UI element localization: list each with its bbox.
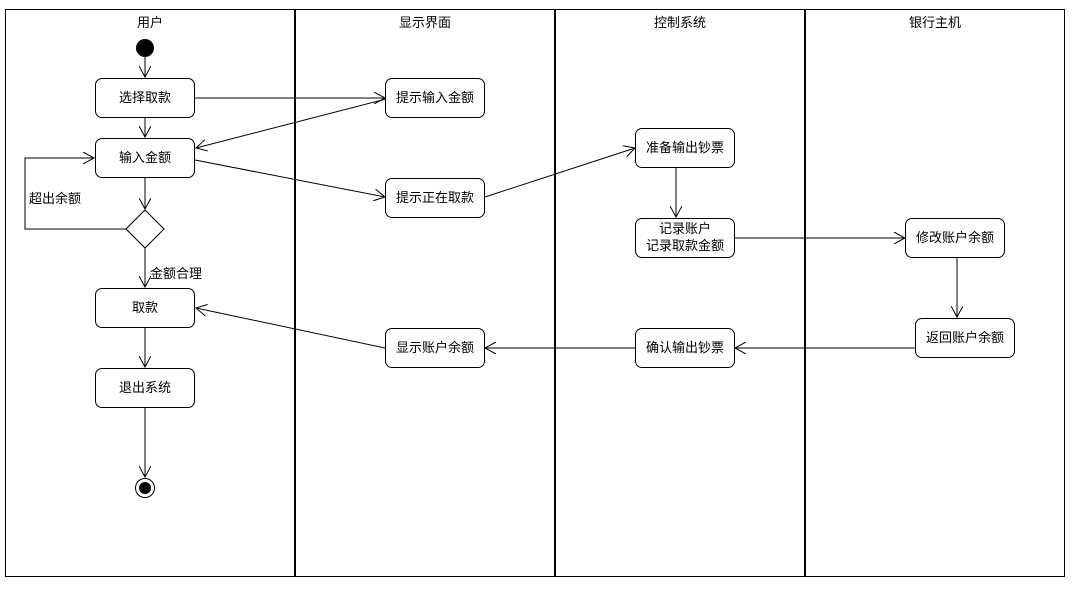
lane-title-bank: 银行主机 [908,16,961,31]
node-enter-amount[interactable]: 输入金额 [95,138,195,178]
node-exit-system[interactable]: 退出系统 [95,368,195,408]
swimlane-frame [5,9,1065,577]
final-node-inner [139,482,151,494]
node-withdraw[interactable]: 取款 [95,288,195,328]
edge-show-to-withdraw [196,308,386,349]
node-prompt-enter-amount[interactable]: 提示输入金额 [385,78,485,118]
node-select-withdraw[interactable]: 选择取款 [95,78,195,118]
node-prepare-cash[interactable]: 准备输出钞票 [635,128,735,168]
node-record-account[interactable]: 记录账户 记录取款金额 [635,218,735,258]
edge-enter-to-prompt-withdrawing [194,159,385,197]
node-return-balance[interactable]: 返回账户余额 [915,318,1015,358]
edge-decision-exceeds-loop [24,158,126,230]
node-confirm-cash[interactable]: 确认输出钞票 [635,328,735,368]
decision-node [125,209,165,249]
edge-prompt-withdrawing-to-prepare [484,148,635,198]
node-show-balance[interactable]: 显示账户余额 [385,328,485,368]
edge-prompt-amount-to-enter [196,98,387,148]
guard-amount-ok: 金额合理 [150,267,203,282]
guard-exceeds-balance: 超出余额 [29,192,82,207]
lane-title-control: 控制系统 [653,16,706,31]
node-modify-balance[interactable]: 修改账户余额 [905,218,1005,258]
node-prompt-withdrawing[interactable]: 提示正在取款 [385,178,485,218]
lane-title-display: 显示界面 [398,16,451,31]
lane-title-user: 用户 [136,16,163,31]
final-node-outer [135,478,155,498]
initial-node [136,39,154,57]
